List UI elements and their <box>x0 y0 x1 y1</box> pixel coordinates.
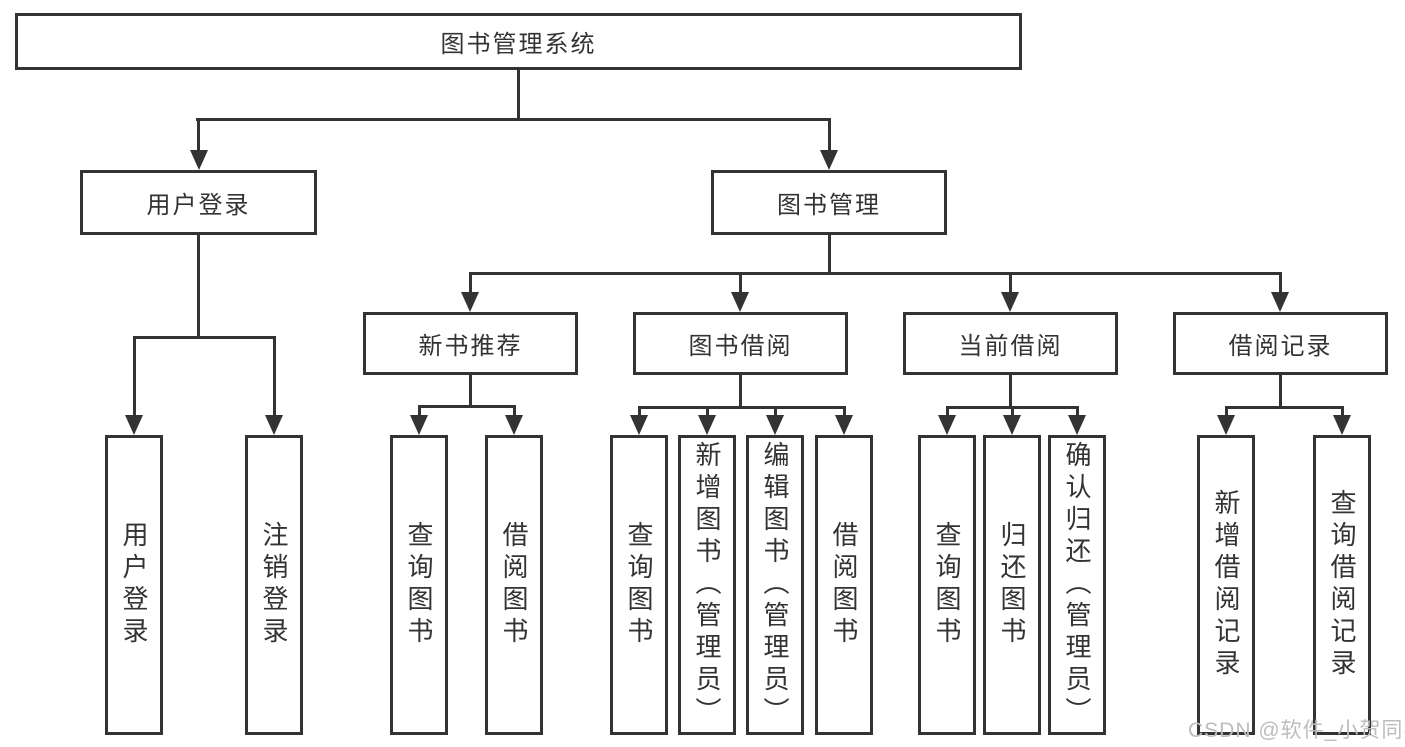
connector-line <box>739 375 742 406</box>
arrow-down-icon <box>698 415 716 435</box>
connector-line <box>946 406 949 419</box>
connector-line <box>739 272 742 296</box>
connector-line <box>469 375 472 405</box>
arrow-down-icon <box>820 150 838 170</box>
arrow-down-icon <box>1217 415 1235 435</box>
node-borrow-records: 借阅记录 <box>1173 312 1388 375</box>
node-leaf-borrow-books: 借阅图书 <box>815 435 873 735</box>
node-leaf-borrow-books-recommend: 借阅图书 <box>485 435 543 735</box>
node-label: 新增借阅记录 <box>1211 489 1241 681</box>
connector-line <box>418 405 421 419</box>
node-label: 当前借阅 <box>958 333 1063 360</box>
node-label: 编辑图书（管理员） <box>760 441 790 729</box>
node-leaf-return-books: 归还图书 <box>983 435 1041 735</box>
arrow-down-icon <box>1333 415 1351 435</box>
arrow-down-icon <box>190 150 208 170</box>
node-label: 确认归还（管理员） <box>1062 441 1092 729</box>
node-label: 注销登录 <box>259 521 289 649</box>
connector-line <box>1279 375 1282 406</box>
connector-line <box>197 235 200 336</box>
arrow-down-icon <box>505 415 523 435</box>
node-label: 图书管理系统 <box>440 31 597 58</box>
csdn-watermark: CSDN @软件_小贺同学 <box>1188 719 1405 742</box>
node-leaf-query-books-borrow: 查询图书 <box>610 435 668 735</box>
connector-line <box>197 118 200 154</box>
node-leaf-user-login: 用户登录 <box>105 435 163 735</box>
arrow-down-icon <box>938 415 956 435</box>
connector-line <box>843 406 846 419</box>
arrow-down-icon <box>265 415 283 435</box>
arrow-down-icon <box>1001 292 1019 312</box>
node-new-book-recommend: 新书推荐 <box>363 312 578 375</box>
node-leaf-add-borrow-record: 新增借阅记录 <box>1197 435 1255 735</box>
arrow-down-icon <box>766 415 784 435</box>
connector-line <box>469 272 472 296</box>
node-label: 归还图书 <box>997 521 1027 649</box>
arrow-down-icon <box>1068 415 1086 435</box>
connector-line <box>1225 406 1228 419</box>
connector-line <box>133 336 136 420</box>
node-root-library-system: 图书管理系统 <box>15 13 1022 70</box>
node-label: 查询借阅记录 <box>1327 489 1357 681</box>
node-user-login: 用户登录 <box>80 170 317 235</box>
connector-line <box>706 406 709 419</box>
connector-line <box>828 118 831 154</box>
node-leaf-add-books-admin: 新增图书（管理员） <box>678 435 736 735</box>
node-label: 借阅图书 <box>829 521 859 649</box>
node-label: 用户登录 <box>146 192 251 219</box>
node-leaf-logout: 注销登录 <box>245 435 303 735</box>
arrow-down-icon <box>410 415 428 435</box>
node-label: 新书推荐 <box>418 333 523 360</box>
connector-line <box>638 406 641 419</box>
connector-line <box>1009 272 1012 296</box>
node-current-borrow: 当前借阅 <box>903 312 1118 375</box>
connector-line <box>1076 406 1079 419</box>
node-leaf-query-books-current: 查询图书 <box>918 435 976 735</box>
node-leaf-query-borrow-record: 查询借阅记录 <box>1313 435 1371 735</box>
node-book-management: 图书管理 <box>711 170 947 235</box>
connector-line <box>133 336 276 339</box>
node-leaf-query-books-recommend: 查询图书 <box>390 435 448 735</box>
arrow-down-icon <box>461 292 479 312</box>
node-label: 借阅记录 <box>1228 333 1333 360</box>
node-label: 查询图书 <box>624 521 654 649</box>
node-leaf-edit-books-admin: 编辑图书（管理员） <box>746 435 804 735</box>
connector-line <box>774 406 777 419</box>
node-label: 图书借阅 <box>688 333 793 360</box>
arrow-down-icon <box>731 292 749 312</box>
node-label: 借阅图书 <box>499 521 529 649</box>
arrow-down-icon <box>1003 415 1021 435</box>
node-book-borrow: 图书借阅 <box>633 312 848 375</box>
arrow-down-icon <box>630 415 648 435</box>
connector-line <box>828 235 831 272</box>
connector-line <box>1279 272 1282 296</box>
connector-line <box>1341 406 1344 419</box>
node-leaf-confirm-return-admin: 确认归还（管理员） <box>1048 435 1106 735</box>
node-label: 查询图书 <box>932 521 962 649</box>
node-label: 新增图书（管理员） <box>692 441 722 729</box>
node-label: 用户登录 <box>119 521 149 649</box>
arrow-down-icon <box>835 415 853 435</box>
arrow-down-icon <box>125 415 143 435</box>
connector-line <box>1011 406 1014 419</box>
node-label: 查询图书 <box>404 521 434 649</box>
arrow-down-icon <box>1271 292 1289 312</box>
connector-line <box>638 406 846 409</box>
connector-line <box>273 336 276 420</box>
connector-line <box>513 405 516 419</box>
connector-line <box>517 70 520 118</box>
node-label: 图书管理 <box>777 192 881 219</box>
connector-line <box>1225 406 1344 409</box>
connector-line <box>1009 375 1012 406</box>
connector-line <box>469 272 1282 275</box>
connector-line <box>196 118 831 121</box>
connector-line <box>418 405 516 408</box>
